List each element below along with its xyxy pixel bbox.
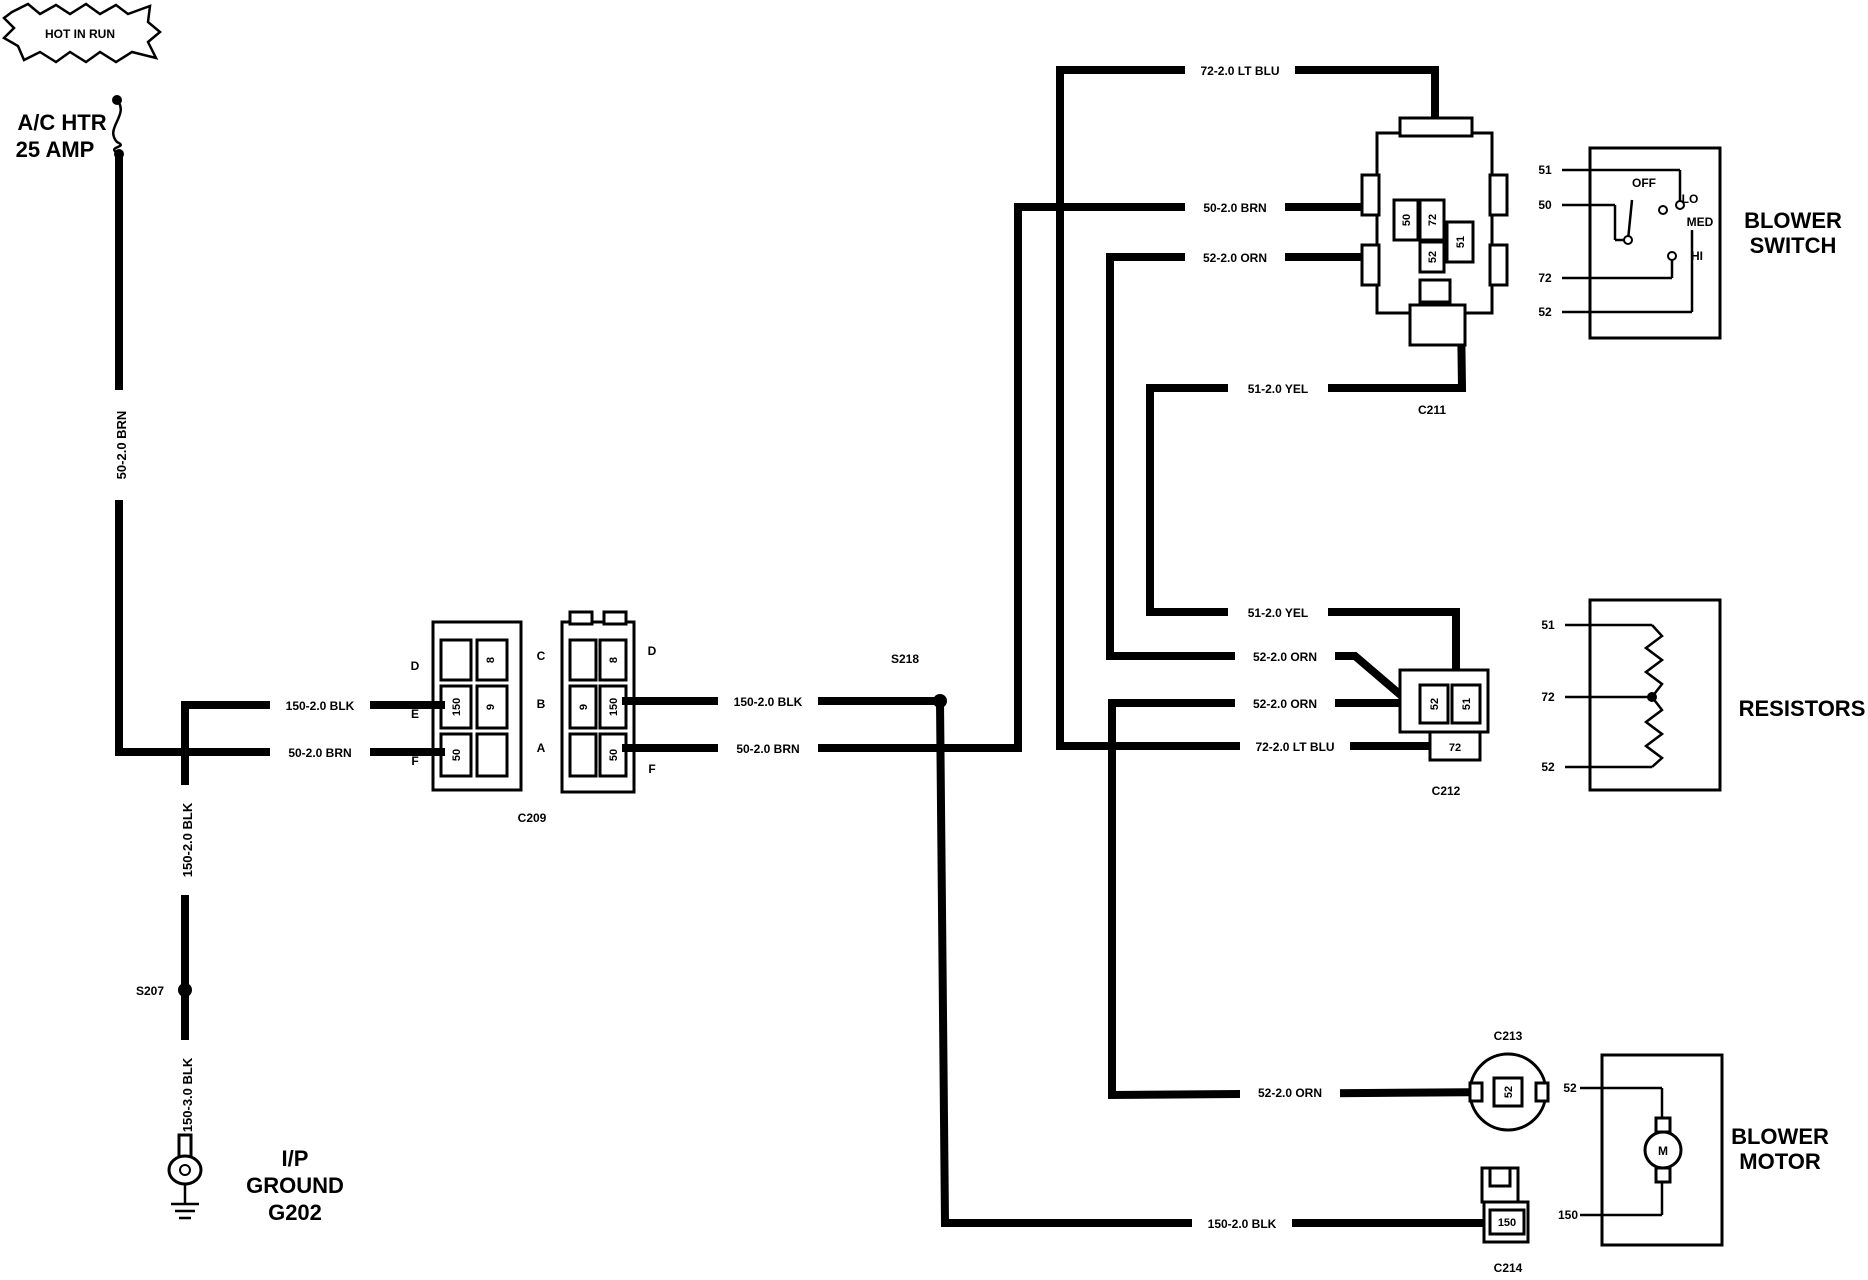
switch-term-52: 52 [1538,305,1552,319]
c209-letter-d-right: D [648,644,657,658]
resistor-term-51: 51 [1541,618,1555,632]
switch-label-2: SWITCH [1750,233,1837,258]
label-motor-orn: 52-2.0 ORN [1258,1086,1322,1100]
c209-left-cell-150: 150 [451,698,463,716]
c209-letter-d-left: D [411,659,420,673]
splice-s207 [178,983,192,997]
label-vert-blk1: 150-2.0 BLK [180,802,195,877]
wire-motor-orn [1108,699,1505,1100]
connector-c214: 150 [1480,1166,1530,1244]
label-sw-orn: 52-2.0 ORN [1203,251,1267,265]
label-s218: S218 [891,652,919,666]
hot-in-run-badge: HOT IN RUN [1,2,162,64]
c209-right-cell-50: 50 [608,749,620,761]
fuse-ac-htr: A/C HTR 25 AMP [16,95,124,162]
label-sw-brn: 50-2.0 BRN [1203,201,1266,215]
c209-name: C209 [518,811,547,825]
label-vert-blk2: 150-3.0 BLK [180,1057,195,1132]
c214-name: C214 [1494,1261,1523,1275]
c209-letter-f-right: F [648,762,655,776]
c209-letter-e: E [411,707,419,721]
blower-motor: M [1580,1053,1724,1247]
hot-in-run-text: HOT IN RUN [45,27,115,41]
ground-label-3: G202 [268,1200,322,1225]
wire-vert-blk [181,701,379,1134]
label-vert-brn: 50-2.0 BRN [114,411,129,480]
motor-label-1: BLOWER [1731,1124,1829,1149]
label-yel-bot: 51-2.0 YEL [1248,606,1308,620]
connector-c212: 52 51 72 [1398,668,1490,762]
fuse-label-1: A/C HTR [17,110,106,135]
c212-name: C212 [1432,784,1461,798]
c211-pin-52: 52 [1427,251,1439,263]
ground-label-2: GROUND [246,1173,344,1198]
c209-right-cell-9: 9 [578,704,590,710]
resistors-block [1565,598,1722,792]
switch-term-50: 50 [1538,198,1552,212]
c214-pin-150: 150 [1498,1217,1516,1229]
c209-right-cell-8: 8 [608,657,620,663]
blower-switch: OFF LO MED HI [1562,146,1722,340]
switch-pos-off: OFF [1632,176,1656,190]
label-c209-blk-left: 150-2.0 BLK [286,699,355,713]
c211-name: C211 [1418,403,1446,417]
c212-pin-72: 72 [1449,742,1461,754]
label-s207: S207 [136,984,164,998]
label-c209-brn-left: 50-2.0 BRN [288,746,351,760]
c209-letter-b: B [537,697,546,711]
label-yel-top: 51-2.0 YEL [1248,382,1308,396]
connector-c209-left: 8 150 9 50 [431,620,523,792]
switch-label-1: BLOWER [1744,208,1842,233]
c213-name: C213 [1494,1029,1523,1043]
resistor-term-52: 52 [1541,760,1555,774]
c209-left-cell-8: 8 [485,657,497,663]
c212-pin-52: 52 [1429,698,1441,710]
label-motor-blk: 150-2.0 BLK [1208,1217,1277,1231]
c211-pin-51: 51 [1455,236,1467,248]
wire-yel [1146,240,1467,694]
switch-pos-med: MED [1687,215,1714,229]
motor-label-2: MOTOR [1739,1149,1821,1174]
connector-c213: 52 [1468,1052,1550,1132]
ground-label-1: I/P [282,1146,309,1171]
c209-letter-f-left: F [411,754,418,768]
switch-pos-lo: LO [1682,192,1699,206]
c209-letter-c: C [537,649,546,663]
connector-c211: 50 72 52 51 [1360,116,1509,347]
connector-c209-right: 8 9 150 50 [560,610,636,794]
label-orn-b: 52-2.0 ORN [1253,697,1317,711]
c211-pin-50: 50 [1401,214,1413,226]
c211-pin-72: 72 [1427,214,1439,226]
wire-ltblu [1056,66,1439,750]
label-ltblu-bot: 72-2.0 LT BLU [1255,740,1334,754]
switch-pos-hi: HI [1691,249,1703,263]
resistor-term-72: 72 [1541,690,1555,704]
switch-term-72: 72 [1538,271,1552,285]
switch-term-51: 51 [1538,163,1552,177]
wire-motor-blk [935,696,1494,1227]
c209-letter-a: A [537,741,546,755]
motor-symbol: M [1658,1144,1668,1158]
label-top-ltblu: 72-2.0 LT BLU [1200,64,1279,78]
wire-vert-brn [115,152,379,756]
c209-left-cell-9: 9 [485,704,497,710]
motor-term-52: 52 [1563,1081,1577,1095]
label-c209-brn-right: 50-2.0 BRN [736,742,799,756]
resistors-label: RESISTORS [1739,696,1866,721]
ground-g202-symbol [167,1133,203,1220]
c212-pin-51: 51 [1461,698,1473,710]
c213-pin-52: 52 [1503,1086,1515,1098]
c209-left-cell-50: 50 [451,749,463,761]
wire-sw-brn [924,203,1404,752]
wire-sw-orn [1106,253,1429,709]
motor-term-150: 150 [1558,1208,1578,1222]
label-c209-blk-right: 150-2.0 BLK [734,695,803,709]
fuse-label-2: 25 AMP [16,137,95,162]
label-orn-a: 52-2.0 ORN [1253,650,1317,664]
c209-right-cell-150: 150 [608,698,620,716]
